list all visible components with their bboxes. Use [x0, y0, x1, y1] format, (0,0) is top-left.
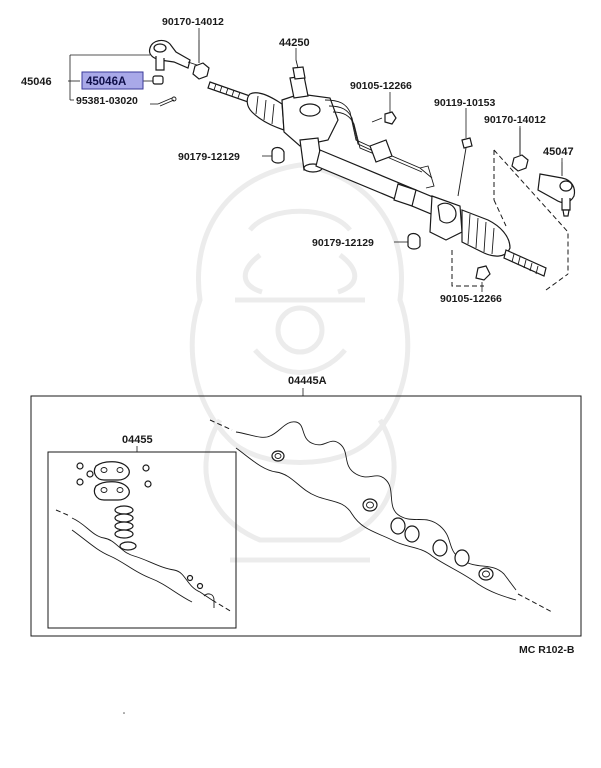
bolt-90119	[457, 137, 473, 197]
highlight-box-45046a	[81, 71, 144, 90]
label-04455: 04455	[122, 434, 153, 446]
tie-rod-left	[207, 81, 251, 103]
label-04445a: 04445A	[288, 375, 327, 387]
stray-dot	[123, 712, 125, 714]
watermark-emblem	[189, 162, 411, 563]
tie-rod-end-left	[148, 39, 201, 85]
label-45046a[interactable]: 45046A	[86, 76, 126, 88]
rack-boot-right	[461, 209, 511, 257]
label-90105-upper: 90105-12266	[350, 80, 412, 92]
tie-rod-right	[503, 249, 547, 277]
label-45047: 45047	[543, 146, 574, 158]
reference-code: MC R102-B	[519, 644, 575, 656]
bolt-upper	[371, 111, 397, 125]
steering-gear-housing	[281, 59, 435, 189]
label-90105-lower: 90105-12266	[440, 293, 502, 305]
label-90119: 90119-10153	[434, 97, 495, 109]
rack-mount-right	[429, 195, 463, 241]
lock-nut-left	[192, 40, 210, 80]
tie-rod-end-right	[537, 162, 576, 217]
dashed-group-right	[451, 149, 569, 291]
kit-box-04455	[47, 451, 237, 629]
gasket-kit-pinion	[55, 461, 233, 613]
kit-box-04445a	[30, 395, 582, 637]
clamp-bushing-lower	[407, 232, 421, 250]
gasket-kit-rack	[209, 419, 553, 613]
clamp-bushing-upper	[271, 146, 285, 164]
label-44250: 44250	[279, 37, 310, 49]
label-45046: 45046	[21, 76, 52, 88]
label-90170-left: 90170-14012	[162, 16, 224, 28]
leader-lines-top	[68, 28, 563, 292]
label-90170-right: 90170-14012	[484, 114, 546, 126]
rack-boot-left	[246, 92, 285, 131]
label-90179-upper: 90179-12129	[178, 151, 240, 163]
label-95381: 95381-03020	[76, 95, 138, 107]
cotter-pin	[157, 96, 177, 107]
label-90179-lower: 90179-12129	[312, 237, 374, 249]
bolt-lower	[475, 265, 491, 281]
